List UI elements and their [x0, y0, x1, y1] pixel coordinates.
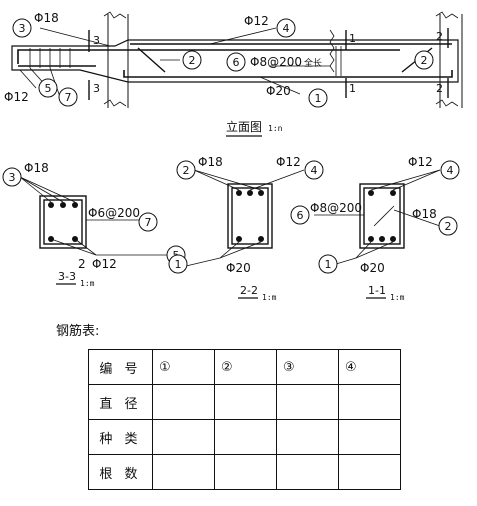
- callout-4: 4: [283, 22, 290, 35]
- table-cell: 编 号: [88, 349, 153, 385]
- table-cell[interactable]: [152, 384, 215, 420]
- section-mark-1-bottom: 1: [349, 82, 356, 95]
- table-cell[interactable]: [214, 419, 277, 455]
- section11-label-stirrup: Φ8@200: [310, 201, 362, 215]
- section33-label-count: 2: [78, 257, 86, 271]
- elevation-bar-labels: Φ18 Φ12 Φ8@200 全长 Φ20 Φ12 3 3 1 1 2 2: [4, 11, 443, 104]
- label-bar6: Φ8@200: [250, 55, 302, 69]
- section22-title: 2-2: [240, 284, 258, 297]
- table-cell[interactable]: [338, 419, 401, 455]
- label-full-length: 全长: [304, 57, 322, 69]
- caption-text: 立面图: [226, 119, 262, 134]
- caption-scale: 1:n: [268, 124, 283, 133]
- section-mark-3-bottom: 3: [93, 82, 100, 95]
- rebar-table: 编 号 ① ② ③ ④ 直 径 种 类 根 数: [88, 349, 401, 490]
- beam-reinforcement-drawing: 3 4 2 6 1 5 7 2 Φ18 Φ12 Φ8@200 全长 Φ20 Φ1…: [2, 11, 463, 302]
- elevation-view: [11, 11, 463, 108]
- table-cell[interactable]: [276, 384, 339, 420]
- section11-callout-1: 1: [325, 258, 332, 271]
- section11-callout-2: 2: [445, 220, 452, 233]
- section11-label-18: Φ18: [412, 207, 437, 221]
- section11-label-20: Φ20: [360, 261, 385, 275]
- section33-callout-3: 3: [9, 171, 16, 184]
- section-mark-2-top: 2: [436, 30, 443, 43]
- table-cell: ②: [214, 349, 277, 385]
- table-cell[interactable]: [214, 384, 277, 420]
- section33-callout-7: 7: [145, 216, 152, 229]
- label-bar4: Φ12: [244, 14, 269, 28]
- table-row: 编 号 ① ② ③ ④: [88, 349, 401, 385]
- section-mark-2-bottom: 2: [436, 82, 443, 95]
- section33-label-top: Φ18: [24, 161, 49, 175]
- section33-title: 3-3: [58, 270, 76, 283]
- section-mark-3-top: 3: [93, 34, 100, 47]
- section22-scale: 1:m: [262, 293, 277, 302]
- table-cell[interactable]: [152, 454, 215, 490]
- section11-label-12: Φ12: [408, 155, 433, 169]
- table-row: 直 径: [88, 384, 401, 420]
- section33-scale: 1:m: [80, 279, 95, 288]
- section22-callout-4: 4: [311, 164, 318, 177]
- elevation-callouts: 3 4 2 6 1 5 7 2: [12, 18, 434, 108]
- section-1-1: 4 6 2 1 Φ12 Φ8@200 Φ18 Φ20 1-1 1:m: [290, 155, 460, 302]
- section22-label-12: Φ12: [276, 155, 301, 169]
- section11-callout-4: 4: [447, 164, 454, 177]
- table-row: 种 类: [88, 419, 401, 455]
- table-cell: 根 数: [88, 454, 153, 490]
- callout-5: 5: [45, 82, 52, 95]
- section11-title: 1-1: [368, 284, 386, 297]
- label-bar1: Φ20: [266, 84, 291, 98]
- section-mark-1-top: 1: [349, 32, 356, 45]
- table-cell[interactable]: [152, 419, 215, 455]
- section11-callout-6: 6: [297, 209, 304, 222]
- callout-2-right: 2: [421, 54, 428, 67]
- section-2-2: 2 4 1 Φ18 Φ12 Φ20 2-2 1:m: [168, 155, 324, 302]
- callout-2-left: 2: [189, 54, 196, 67]
- section-3-3: 3 7 5 Φ18 Φ6@200 2 Φ12 3-3 1:m: [2, 161, 186, 288]
- table-cell[interactable]: [214, 454, 277, 490]
- section33-label-bottom: Φ12: [92, 257, 117, 271]
- callout-7: 7: [65, 91, 72, 104]
- table-cell[interactable]: [338, 384, 401, 420]
- section11-scale: 1:m: [390, 293, 405, 302]
- section22-label-20: Φ20: [226, 261, 251, 275]
- section22-callout-2: 2: [183, 164, 190, 177]
- table-cell[interactable]: [276, 419, 339, 455]
- table-row: 根 数: [88, 454, 401, 490]
- elevation-caption: 立面图 1:n: [226, 119, 283, 137]
- table-cell: ④: [338, 349, 401, 385]
- table-cell[interactable]: [276, 454, 339, 490]
- table-cell: ③: [276, 349, 339, 385]
- rebar-table-title: 钢筋表:: [56, 324, 100, 339]
- label-bar5: Φ12: [4, 90, 29, 104]
- section33-label-stirrup: Φ6@200: [88, 206, 140, 220]
- callout-3: 3: [19, 22, 26, 35]
- section22-callout-1: 1: [175, 258, 182, 271]
- section22-label-18: Φ18: [198, 155, 223, 169]
- label-bar3: Φ18: [34, 11, 59, 25]
- callout-1: 1: [315, 92, 322, 105]
- table-cell: 种 类: [88, 419, 153, 455]
- table-cell[interactable]: [338, 454, 401, 490]
- table-cell: ①: [152, 349, 215, 385]
- table-cell: 直 径: [88, 384, 153, 420]
- callout-6: 6: [233, 56, 240, 69]
